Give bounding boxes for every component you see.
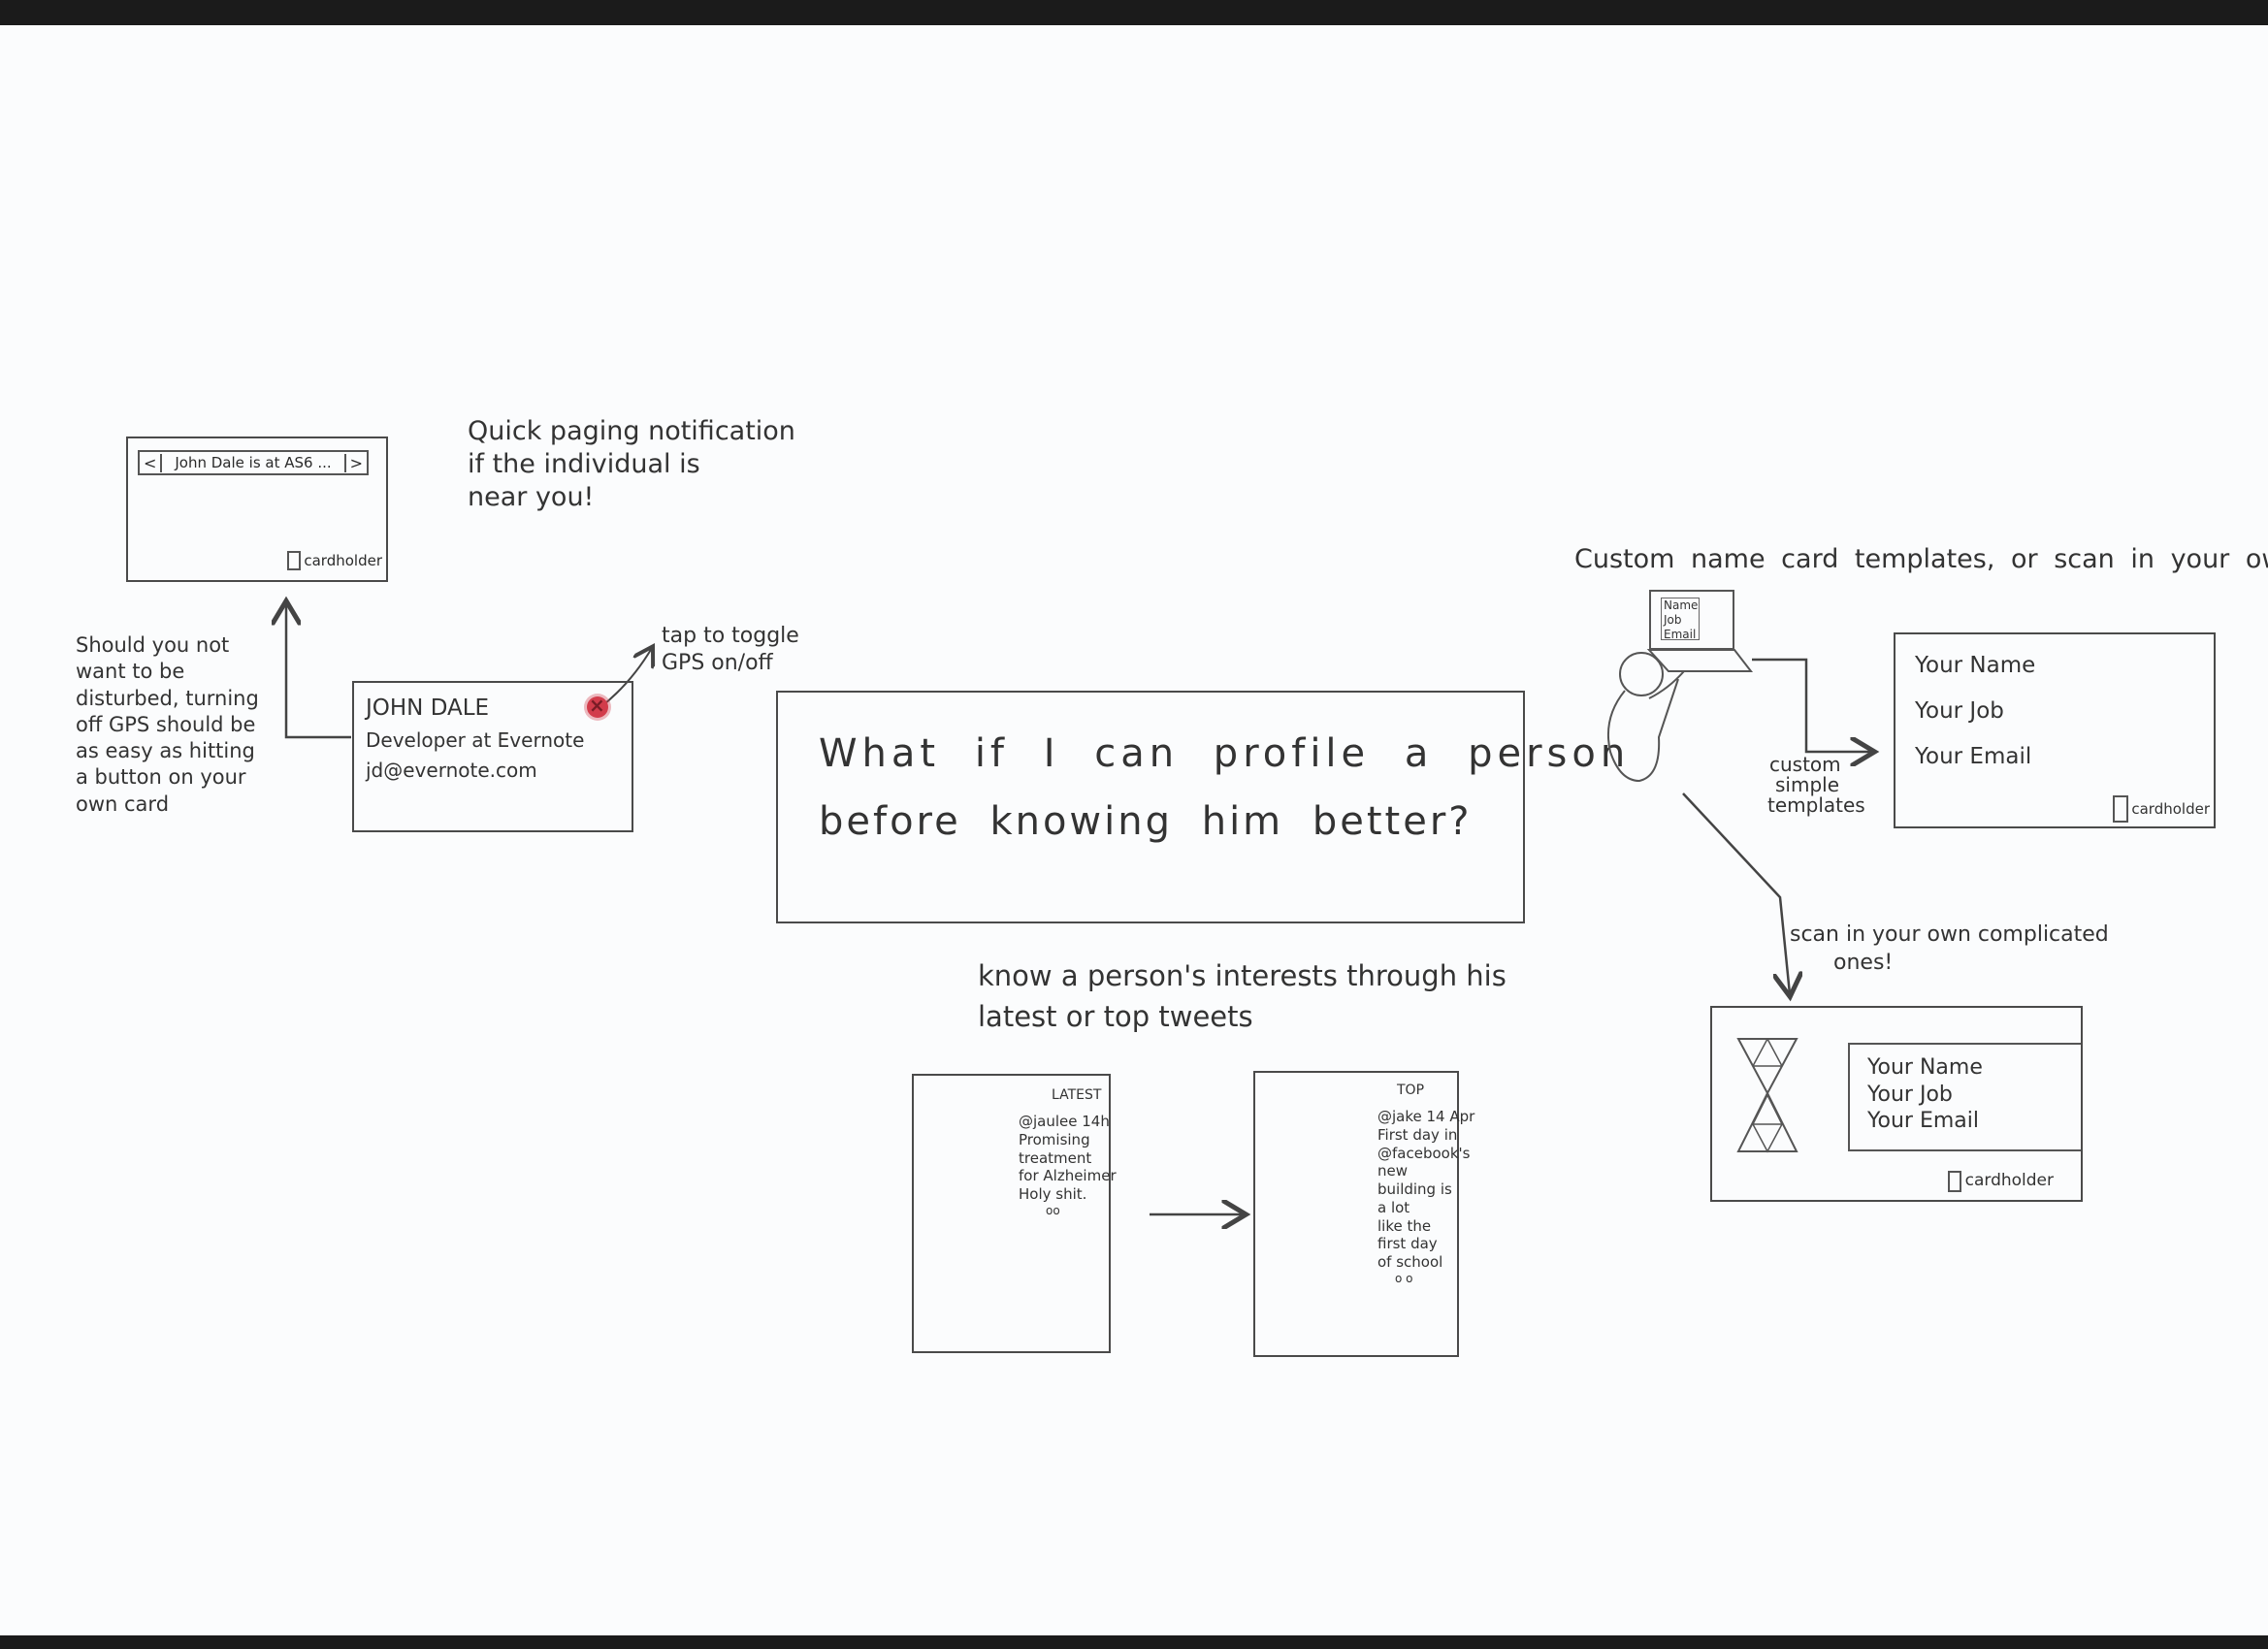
list-item: @jaulee 14h [1019, 1113, 1110, 1130]
cardholder-label: cardholder [304, 552, 382, 569]
cardholder-button[interactable]: cardholder [287, 551, 382, 570]
cardholder-button[interactable]: cardholder [2113, 795, 2210, 823]
cardholder-button[interactable]: cardholder [1947, 1171, 2054, 1192]
list-item: @jake 14 Apr [1377, 1108, 1475, 1125]
logo-hourglass-icon [1736, 1038, 1798, 1153]
next-arrow-button[interactable]: > [343, 453, 367, 472]
person-icon [1606, 649, 1754, 783]
list-item: a lot [1377, 1198, 1410, 1216]
list-item: of school [1377, 1253, 1443, 1271]
page-dots[interactable]: o o [1395, 1271, 1413, 1285]
note-tap-toggle: tap to toggle GPS on/off [662, 624, 799, 675]
list-item: Holy shit. [1019, 1185, 1087, 1203]
laptop-line-email: Email [1664, 628, 1697, 641]
cardholder-label: cardholder [2131, 799, 2210, 818]
template-job: Your Job [1915, 697, 2004, 724]
list-item: new [1377, 1162, 1409, 1180]
template-email: Your Email [1915, 743, 2032, 769]
scanned-email: Your Email [1867, 1109, 1979, 1133]
simple-template-card[interactable]: Your Name Your Job Your Email cardholder [1894, 632, 2216, 828]
latest-tweet-list: @jaulee 14h Promising treatment for Alzh… [1019, 1113, 1117, 1218]
phone-latest-tweets: LATEST @jaulee 14h Promising treatment f… [912, 1074, 1117, 1353]
headline-line-2: before knowing him better? [819, 799, 1473, 844]
note-interests: know a person's interests through his la… [978, 959, 1507, 1034]
list-item: treatment [1019, 1148, 1092, 1167]
scanned-name: Your Name [1867, 1055, 1983, 1080]
note-scan-complicated: scan in your own complicated ones! [1790, 922, 2109, 975]
note-custom-templates: Custom name card templates, or scan in y… [1574, 544, 2268, 574]
page-dots[interactable]: oo [1046, 1203, 1060, 1217]
gps-toggle-icon[interactable]: × [587, 694, 608, 718]
laptop-user-sketch: Name Job Email [1591, 582, 1766, 795]
tab-top[interactable]: TOP [1397, 1083, 1425, 1098]
headline-line-1: What if I can profile a person [819, 731, 1631, 776]
scanned-job: Your Job [1867, 1082, 1953, 1107]
cardholder-icon [2113, 795, 2129, 823]
card-name: JOHN DALE [366, 695, 490, 721]
card-email: jd@evernote.com [366, 758, 537, 782]
pager-screen: < John Dale is at AS6 ... > cardholder [126, 436, 388, 582]
scanned-info-block: Your Name Your Job Your Email [1848, 1043, 2081, 1151]
list-item: for Alzheimer [1019, 1167, 1117, 1185]
list-item: @facebook's [1377, 1144, 1471, 1162]
list-item: like the [1377, 1216, 1432, 1235]
list-item: First day in [1377, 1125, 1458, 1144]
tab-latest[interactable]: LATEST [1052, 1087, 1102, 1103]
cardholder-label: cardholder [1964, 1171, 2054, 1191]
scanned-template-card[interactable]: Your Name Your Job Your Email cardholder [1710, 1006, 2083, 1202]
name-card: JOHN DALE Developer at Evernote jd@evern… [352, 681, 633, 832]
list-item: first day [1377, 1235, 1438, 1253]
notification-text: John Dale is at AS6 ... [175, 454, 332, 471]
list-item: building is [1377, 1180, 1452, 1198]
cardholder-icon [287, 551, 302, 570]
note-gps-disturb: Should you not want to be disturbed, tur… [76, 633, 259, 816]
card-role: Developer at Evernote [366, 728, 585, 752]
top-tweet-list: @jake 14 Apr First day in @facebook's ne… [1377, 1108, 1474, 1286]
note-quick-paging: Quick paging notification if the individ… [468, 416, 795, 512]
note-custom-simple: custom simple templates [1767, 753, 1865, 817]
phone-top-tweets: TOP @jake 14 Apr First day in @facebook'… [1253, 1071, 1474, 1357]
laptop-line-name: Name [1664, 598, 1699, 612]
notification-bar[interactable]: < John Dale is at AS6 ... > [138, 450, 369, 475]
headline-box: What if I can profile a person before kn… [776, 691, 1631, 923]
laptop-line-job: Job [1664, 613, 1682, 627]
list-item: Promising [1019, 1130, 1090, 1148]
template-name: Your Name [1915, 653, 2036, 678]
cardholder-icon [1947, 1171, 1961, 1192]
prev-arrow-button[interactable]: < [140, 453, 163, 472]
